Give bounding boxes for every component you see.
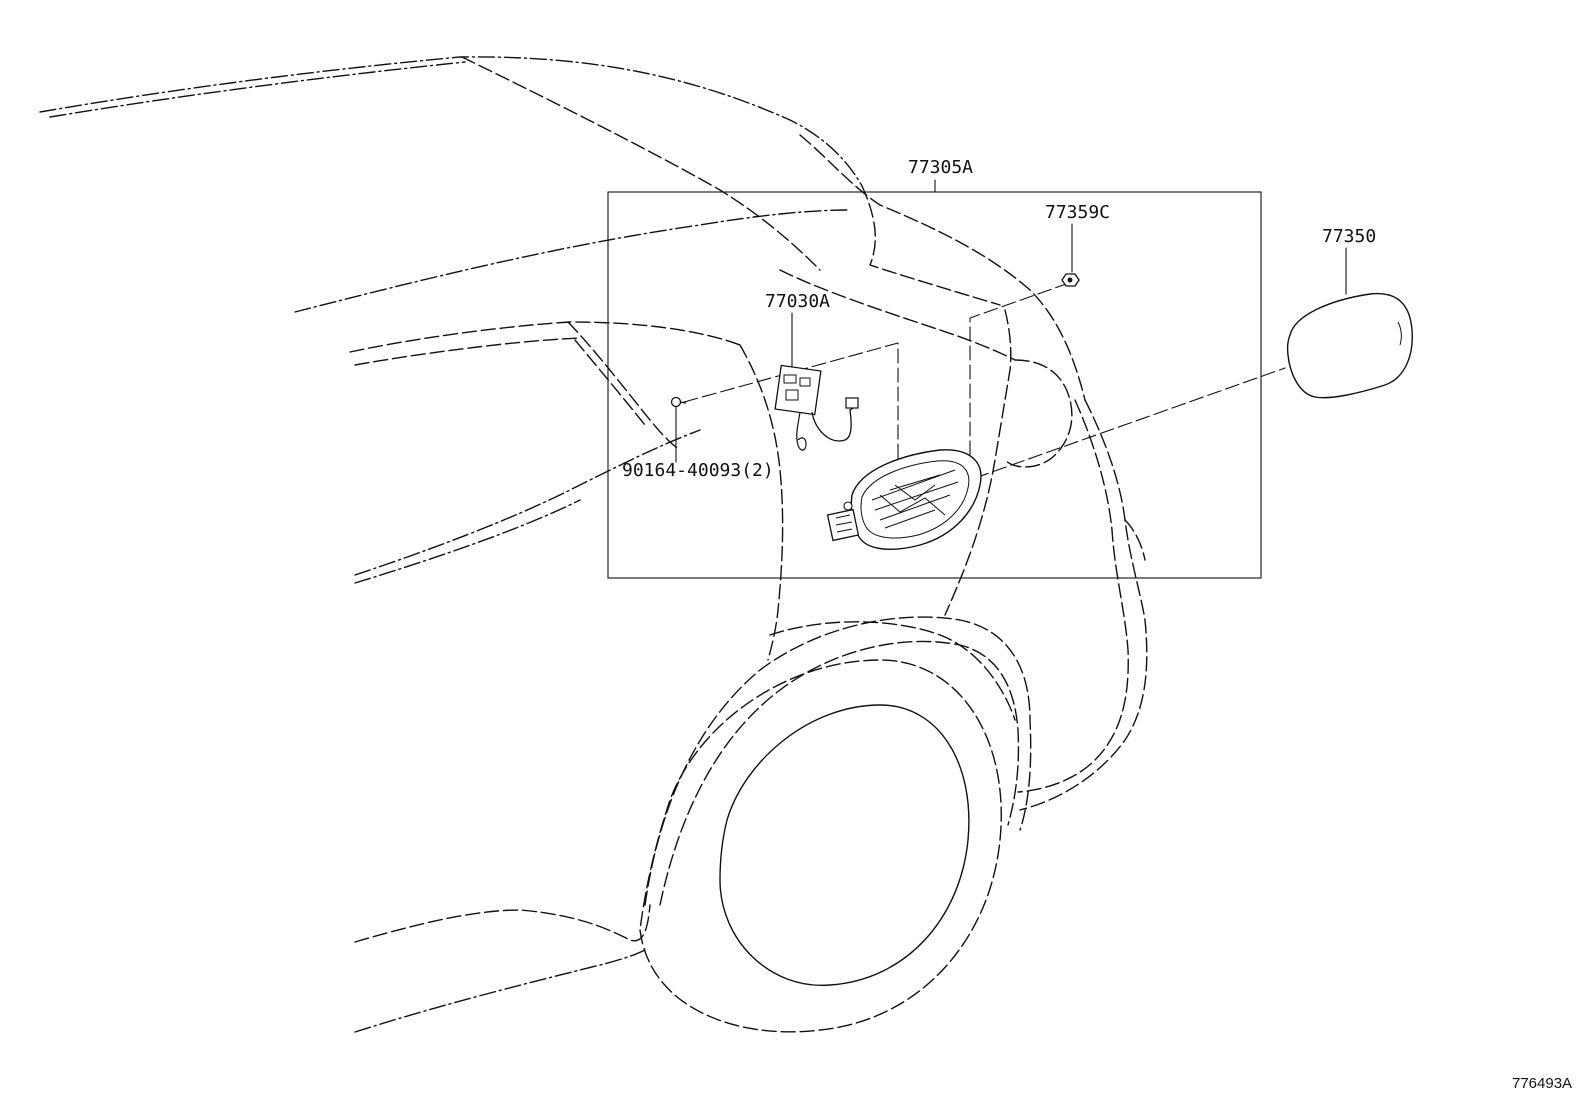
fuel-housing-part — [826, 449, 982, 550]
window-lower-line — [779, 269, 1016, 361]
callout-assembly-label: 77305A — [908, 157, 974, 178]
roof-line-upper — [39, 56, 863, 187]
door-line-lower — [354, 337, 581, 366]
tire-rim — [719, 704, 970, 986]
callout-opener-label: 77030A — [765, 291, 831, 312]
sill-line-lower — [354, 499, 581, 584]
guide-screw-to-housing — [683, 342, 899, 464]
quarter-contour-inner — [861, 185, 1001, 306]
guide-nut-to-housing — [969, 282, 1070, 479]
fuel-lid-part — [1286, 292, 1413, 399]
callout-nut-label: 77359C — [1045, 202, 1111, 223]
tail-detail — [1124, 519, 1146, 561]
rear-pillar-line — [461, 56, 821, 271]
door-cut-inner — [574, 339, 646, 426]
quarter-panel-front-edge — [739, 344, 784, 661]
door-line-upper — [349, 321, 741, 353]
callout-screw-label: 90164-40093(2) — [622, 460, 774, 481]
opener-actuator-part — [774, 364, 859, 451]
belt-line — [294, 209, 851, 313]
tire-outer — [639, 659, 1002, 1033]
diagram-reference-number: 776493A — [1512, 1075, 1573, 1092]
rocker-line-lower — [354, 949, 646, 1033]
screw-part — [670, 396, 687, 408]
sill-line-upper — [354, 429, 701, 576]
tail-contour-outer — [1019, 399, 1148, 811]
wheel-arch-top — [769, 621, 1016, 721]
roof-line-lower — [49, 61, 466, 118]
door-cut-diagonal — [567, 321, 681, 451]
quarter-contour-outer — [799, 134, 1086, 401]
quarter-panel-recess — [1004, 359, 1073, 468]
callout-lid-label: 77350 — [1322, 226, 1377, 247]
guide-lid-to-housing — [974, 367, 1286, 479]
tail-contour-inner — [1017, 399, 1129, 793]
nut-part — [1061, 273, 1080, 287]
wheel-arch-inner — [659, 640, 1020, 906]
rocker-line-upper — [354, 904, 651, 943]
wheel-arch-outer — [644, 616, 1032, 906]
quarter-panel-inner-edge — [944, 309, 1012, 616]
